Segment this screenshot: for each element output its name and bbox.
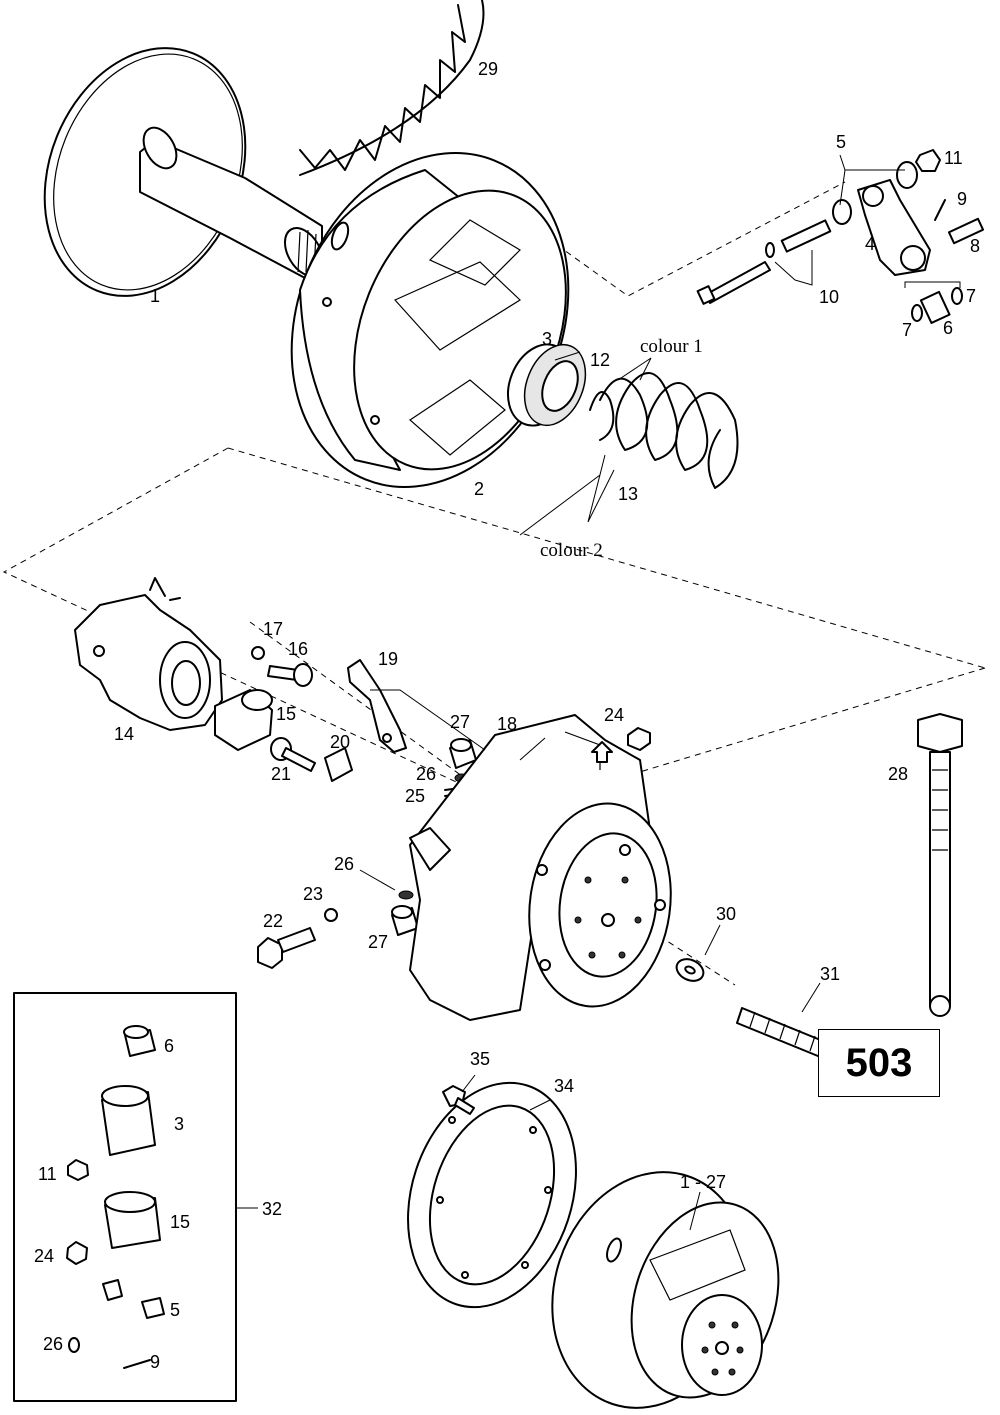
spring-pin-group xyxy=(324,738,477,936)
cover-plate-part-34 xyxy=(407,1081,577,1309)
callout-14: 14 xyxy=(114,724,134,744)
kit-item-3: 3 xyxy=(174,1114,184,1134)
arm-linkage xyxy=(696,149,985,325)
kit-item-11: 11 xyxy=(38,1164,57,1184)
note-colour-2: colour 2 xyxy=(540,540,603,561)
callout-31: 31 xyxy=(820,964,840,984)
callout-27a: 27 xyxy=(450,712,470,732)
callout-5: 5 xyxy=(836,132,846,152)
callout-27b: 27 xyxy=(368,932,388,952)
callout-10: 10 xyxy=(819,287,839,307)
kit-number: 32 xyxy=(262,1199,282,1219)
assembled-clutch-1-27 xyxy=(551,1171,780,1409)
kit-box-32 xyxy=(13,992,258,1402)
note-colour-1: colour 1 xyxy=(640,336,703,357)
callout-35: 35 xyxy=(470,1049,490,1069)
callout-21: 21 xyxy=(271,764,291,784)
fasteners-group xyxy=(214,646,353,782)
callout-23: 23 xyxy=(303,884,323,904)
callout-7a: 7 xyxy=(902,320,912,340)
callout-3: 3 xyxy=(542,329,552,349)
bolt-part-22 xyxy=(257,727,651,969)
lever-part-19 xyxy=(347,659,407,753)
drive-belt-part-29 xyxy=(299,0,485,176)
callout-16: 16 xyxy=(288,639,308,659)
callout-4: 4 xyxy=(865,234,875,254)
figure-reference-box: 503 xyxy=(818,1029,940,1097)
callout-11: 11 xyxy=(944,148,963,168)
callout-19: 19 xyxy=(378,649,398,669)
callout-6: 6 xyxy=(943,318,953,338)
kit-item-15: 15 xyxy=(170,1212,190,1232)
kit-item-9: 9 xyxy=(150,1352,160,1372)
spider-part-14 xyxy=(74,577,223,731)
sheave-part-1 xyxy=(43,47,324,297)
callout-8: 8 xyxy=(970,236,980,256)
callout-15: 15 xyxy=(276,704,296,724)
hub-part-18 xyxy=(409,714,672,1021)
callout-1: 1 xyxy=(150,286,160,306)
callout-29: 29 xyxy=(478,59,498,79)
callout-9: 9 xyxy=(957,189,967,209)
figure-reference-number: 503 xyxy=(845,1040,913,1085)
callout-25: 25 xyxy=(405,786,425,806)
callout-30: 30 xyxy=(716,904,736,924)
callout-34: 34 xyxy=(554,1076,574,1096)
callout-2: 2 xyxy=(474,479,484,499)
callout-24: 24 xyxy=(604,705,624,725)
kit-item-6: 6 xyxy=(164,1036,174,1056)
clutch-housing-part-2 xyxy=(290,152,570,488)
callout-13: 13 xyxy=(618,484,638,504)
callout-17: 17 xyxy=(263,619,283,639)
callout-18: 18 xyxy=(497,714,517,734)
leader-lines xyxy=(359,250,821,1231)
callout-20: 20 xyxy=(330,732,350,752)
callout-22: 22 xyxy=(263,911,283,931)
callout-26a: 26 xyxy=(416,764,436,784)
kit-item-26: 26 xyxy=(43,1334,63,1354)
callout-7b: 7 xyxy=(966,286,976,306)
kit-item-5: 5 xyxy=(170,1300,180,1320)
callout-1-27: 1 - 27 xyxy=(680,1172,726,1192)
callout-labels: 1 2 3 4 5 6 7 7 8 9 10 11 12 13 14 15 16… xyxy=(34,59,980,1372)
bushing-part-3 xyxy=(507,343,587,427)
callout-28: 28 xyxy=(888,764,908,784)
spring-part-13 xyxy=(589,372,739,489)
callout-12: 12 xyxy=(590,350,610,370)
callout-26b: 26 xyxy=(334,854,354,874)
kit-item-24: 24 xyxy=(34,1246,54,1266)
long-bolt-part-28 xyxy=(917,713,963,1017)
